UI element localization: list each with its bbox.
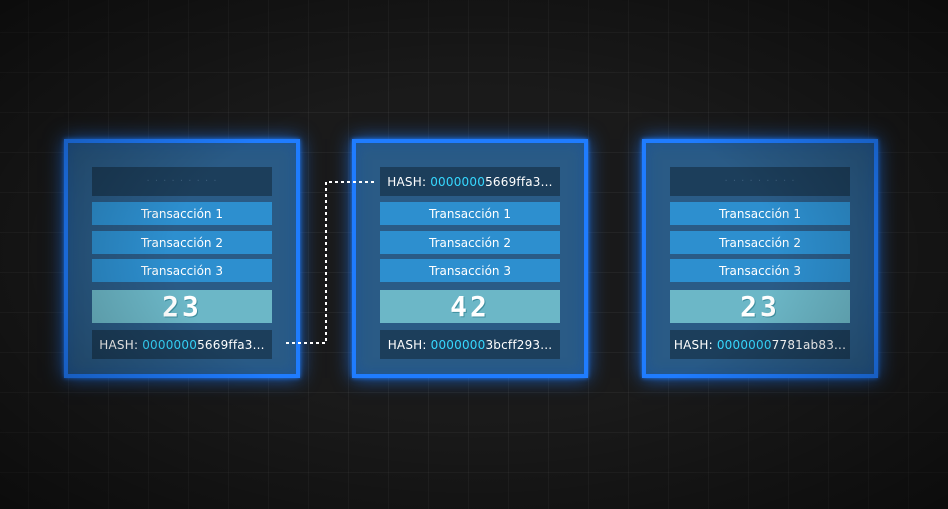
block-2-prev-hash-zeros: 0000000 xyxy=(430,174,486,189)
block-2-hash: HASH: 0000000 3bcff293... xyxy=(380,330,560,359)
block-3-hash: HASH: 0000000 7781ab83... xyxy=(670,330,850,359)
block-1-prev-hash-placeholder: · · · · · · · · · xyxy=(146,176,218,187)
block-3-transaction-3: Transacción 3 xyxy=(670,259,850,282)
block-3-transaction-1: Transacción 1 xyxy=(670,202,850,225)
block-1-hash-rest: 5669ffa3... xyxy=(197,337,265,352)
block-2-hash-rest: 3bcff293... xyxy=(485,337,553,352)
block-1-transaction-3: Transacción 3 xyxy=(92,259,272,282)
block-2-transaction-1: Transacción 1 xyxy=(380,202,560,225)
block-2-hash-label: HASH: xyxy=(387,337,427,352)
block-2-prev-hash-label: HASH: xyxy=(387,174,427,189)
block-1-prev-hash: · · · · · · · · · xyxy=(92,167,272,196)
block-1-hash: HASH: 0000000 5669ffa3... xyxy=(92,330,272,359)
block-2-prev-hash: HASH: 0000000 5669ffa3... xyxy=(380,167,560,196)
block-1-hash-label: HASH: xyxy=(99,337,139,352)
block-2-transaction-3: Transacción 3 xyxy=(380,259,560,282)
block-2-prev-hash-rest: 5669ffa3... xyxy=(485,174,553,189)
block-3-prev-hash-placeholder: · · · · · · · · · xyxy=(724,176,796,187)
block-2-nonce: 42 xyxy=(380,290,560,323)
block-1-nonce: 23 xyxy=(92,290,272,323)
block-3-transaction-2: Transacción 2 xyxy=(670,231,850,254)
block-3-nonce: 23 xyxy=(670,290,850,323)
block-1-transaction-2: Transacción 2 xyxy=(92,231,272,254)
block-2: HASH: 0000000 5669ffa3... Transacción 1 … xyxy=(352,139,588,378)
block-3-hash-label: HASH: xyxy=(673,337,713,352)
block-3-prev-hash: · · · · · · · · · xyxy=(670,167,850,196)
block-1: · · · · · · · · · Transacción 1 Transacc… xyxy=(64,139,300,378)
block-3-hash-zeros: 0000000 xyxy=(716,337,772,352)
block-3: · · · · · · · · · Transacción 1 Transacc… xyxy=(642,139,878,378)
block-3-hash-rest: 7781ab83... xyxy=(771,337,847,352)
block-1-transaction-1: Transacción 1 xyxy=(92,202,272,225)
block-2-hash-zeros: 0000000 xyxy=(430,337,486,352)
block-2-transaction-2: Transacción 2 xyxy=(380,231,560,254)
block-1-hash-zeros: 0000000 xyxy=(142,337,198,352)
